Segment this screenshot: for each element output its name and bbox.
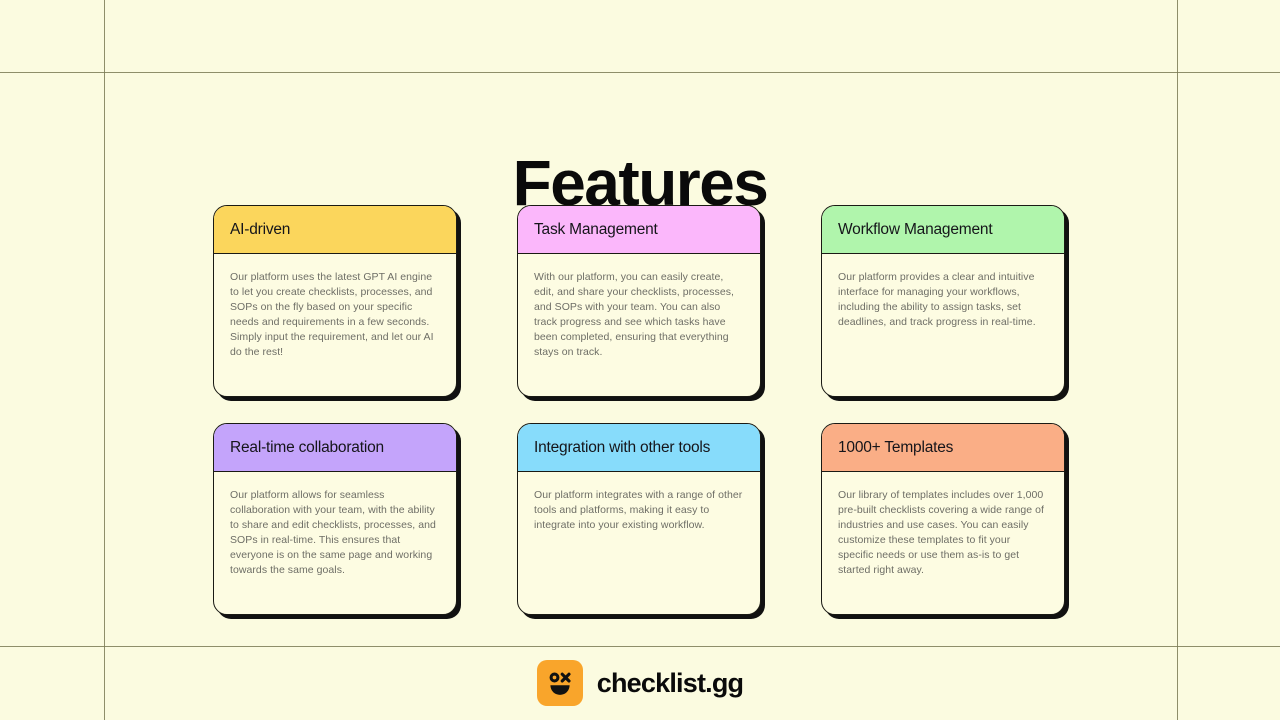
feature-card[interactable]: Integration with other tools Our platfor…	[517, 423, 761, 615]
feature-cards-grid: AI-driven Our platform uses the latest G…	[213, 205, 1071, 615]
feature-card-title: Workflow Management	[838, 220, 993, 238]
feature-card-header: Integration with other tools	[518, 424, 760, 472]
feature-card-body: Our platform uses the latest GPT AI engi…	[214, 254, 456, 396]
feature-card-description: Our platform uses the latest GPT AI engi…	[230, 271, 434, 358]
feature-card-header: Workflow Management	[822, 206, 1064, 254]
footer-brand[interactable]: checklist.gg	[0, 660, 1280, 706]
feature-card-title: 1000+ Templates	[838, 438, 954, 456]
feature-card-title: Integration with other tools	[534, 438, 711, 456]
feature-card-body: Our platform allows for seamless collabo…	[214, 472, 456, 614]
smiley-face-icon	[536, 660, 583, 706]
feature-card-description: Our platform integrates with a range of …	[534, 489, 743, 531]
feature-card-body: With our platform, you can easily create…	[518, 254, 760, 396]
feature-card[interactable]: AI-driven Our platform uses the latest G…	[213, 205, 457, 397]
feature-card-description: Our platform allows for seamless collabo…	[230, 489, 436, 576]
feature-card-title: Task Management	[534, 220, 658, 238]
feature-card-title: Real-time collaboration	[230, 438, 384, 456]
feature-card-body: Our platform integrates with a range of …	[518, 472, 760, 614]
feature-card-title: AI-driven	[230, 220, 291, 238]
page-title: Features	[512, 146, 769, 219]
feature-card-header: 1000+ Templates	[822, 424, 1064, 472]
feature-card-header: Task Management	[518, 206, 760, 254]
feature-card[interactable]: Real-time collaboration Our platform all…	[213, 423, 457, 615]
feature-card-description: Our library of templates includes over 1…	[838, 489, 1044, 576]
feature-card[interactable]: Task Management With our platform, you c…	[517, 205, 761, 397]
feature-card-header: AI-driven	[214, 206, 456, 254]
feature-card-body: Our platform provides a clear and intuit…	[822, 254, 1064, 396]
feature-card[interactable]: Workflow Management Our platform provide…	[821, 205, 1065, 397]
brand-name: checklist.gg	[596, 667, 744, 698]
feature-card-header: Real-time collaboration	[214, 424, 456, 472]
feature-card-description: Our platform provides a clear and intuit…	[838, 271, 1036, 328]
feature-card-description: With our platform, you can easily create…	[534, 271, 734, 358]
feature-card-body: Our library of templates includes over 1…	[822, 472, 1064, 614]
feature-card[interactable]: 1000+ Templates Our library of templates…	[821, 423, 1065, 615]
